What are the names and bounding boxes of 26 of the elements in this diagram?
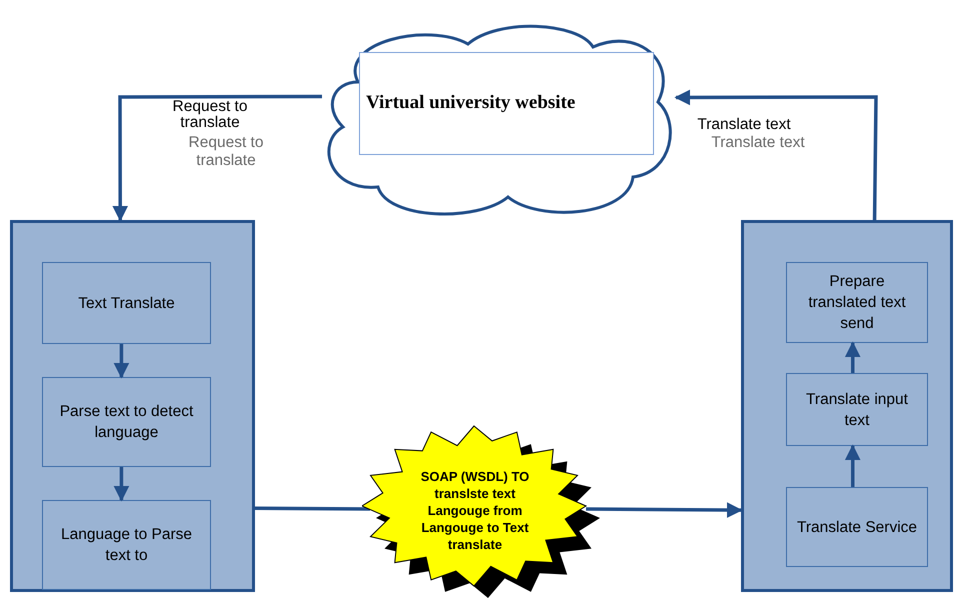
box-text: Translate Service <box>796 518 918 538</box>
process-box <box>786 373 928 446</box>
arrow <box>114 344 130 379</box>
box-text: Translate input text <box>805 390 909 430</box>
arrow <box>114 467 130 502</box>
edge-label: Request to translate <box>172 99 248 131</box>
arrow <box>112 94 322 222</box>
box-text: Text Translate <box>78 294 175 314</box>
arrow <box>586 502 743 518</box>
box-text: Prepare translated text send <box>807 272 907 334</box>
process-box <box>42 500 211 590</box>
title-box: Virtual university website <box>359 52 654 155</box>
arrow <box>674 90 878 220</box>
process-box <box>42 262 211 344</box>
shadow-text: Translate text <box>710 134 806 152</box>
process-box <box>786 487 928 567</box>
container-panel <box>741 220 953 592</box>
box-text: Language to Parse text to <box>60 525 193 566</box>
process-box <box>786 262 928 343</box>
container-panel <box>10 220 255 592</box>
edge-label: Translate text <box>696 117 792 133</box>
arrow <box>844 444 861 487</box>
box-text: Parse text to detect language <box>58 402 194 443</box>
shadow-text: Request to translate <box>188 134 264 170</box>
arrow <box>844 341 861 373</box>
process-box <box>42 377 211 467</box>
